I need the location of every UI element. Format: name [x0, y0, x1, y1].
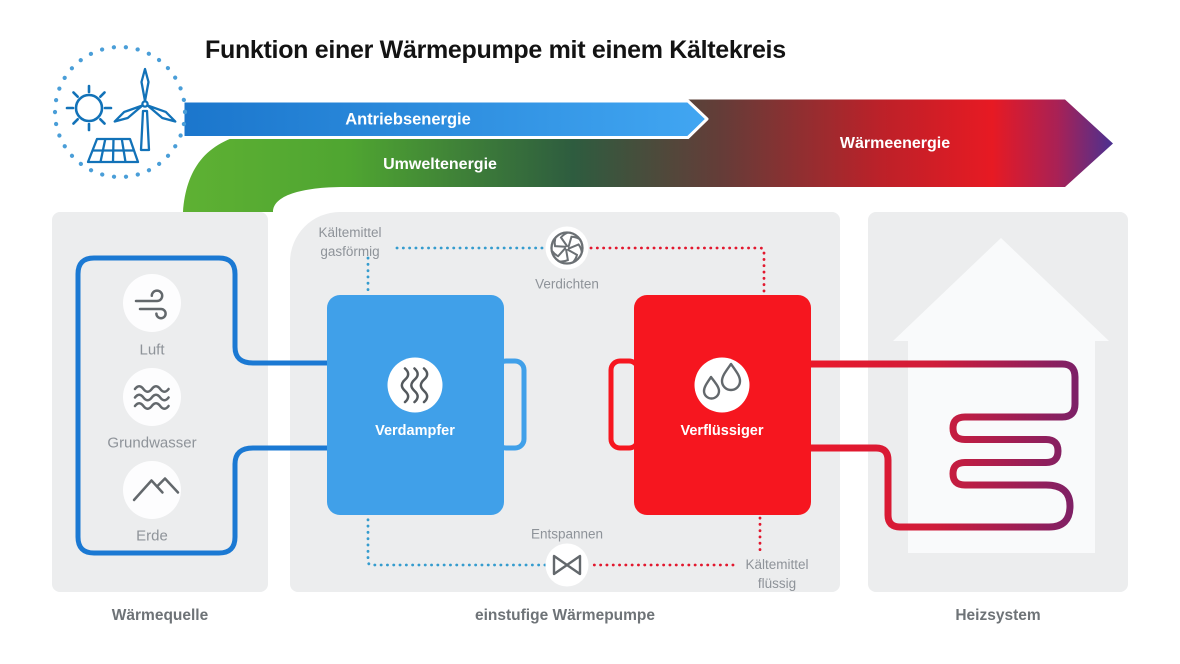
label-refrigerant-liquid-line1: Kältemittel — [745, 557, 809, 572]
label-refrigerant-liquid: Kältemittel flüssig — [745, 555, 808, 593]
label-heat-energy: Wärmeenergie — [839, 135, 951, 152]
condenser-pass-loop — [608, 358, 641, 451]
dotted-circle — [52, 44, 188, 180]
expanded-line — [366, 516, 547, 567]
label-drive-energy: Antriebsenergie — [345, 110, 471, 129]
label-condenser: Verflüssiger — [680, 423, 764, 439]
sun-icon — [65, 84, 113, 132]
label-refrigerant-gaseous: Kältemittel gasförmig — [318, 223, 381, 261]
mountain-icon — [132, 477, 180, 502]
label-refrigerant-gaseous-line1: Kältemittel — [318, 225, 382, 240]
renewable-energy-badge — [52, 44, 188, 180]
energy-arrow-drive — [181, 99, 709, 139]
evaporator-icon-circle — [387, 357, 443, 413]
label-evaporator: Verdampfer — [375, 423, 455, 439]
label-earth: Erde — [136, 527, 168, 545]
caption-heat-pump: einstufige Wärmepumpe — [475, 607, 655, 624]
compressor-icon — [545, 226, 589, 270]
label-groundwater: Grundwasser — [107, 434, 197, 452]
droplets-icon — [702, 362, 742, 400]
groundwater-waves-icon — [133, 385, 170, 410]
hot-gas-line — [589, 246, 766, 293]
source-pipe-loop — [75, 255, 335, 556]
label-expand: Entspannen — [530, 526, 604, 542]
solar-panel-icon — [86, 137, 140, 164]
label-environment-energy: Umweltenergie — [383, 156, 497, 173]
caption-heating-system: Heizsystem — [955, 607, 1041, 624]
expansion-valve-icon — [545, 543, 589, 587]
heat-waves-icon — [400, 367, 429, 404]
wind-icon — [134, 289, 167, 320]
source-icons — [123, 274, 181, 519]
caption-heat-source: Wärmequelle — [111, 607, 209, 624]
label-refrigerant-gaseous-line2: gasförmig — [320, 244, 380, 259]
label-compress: Verdichten — [535, 276, 599, 292]
page-title: Funktion einer Wärmepumpe mit einem Kält… — [205, 36, 786, 64]
refrigerant-circuit — [366, 246, 766, 567]
wind-turbine-icon — [113, 67, 177, 152]
label-refrigerant-liquid-line2: flüssig — [757, 576, 797, 591]
label-air: Luft — [139, 341, 165, 359]
heating-coil-icon — [806, 360, 1079, 531]
